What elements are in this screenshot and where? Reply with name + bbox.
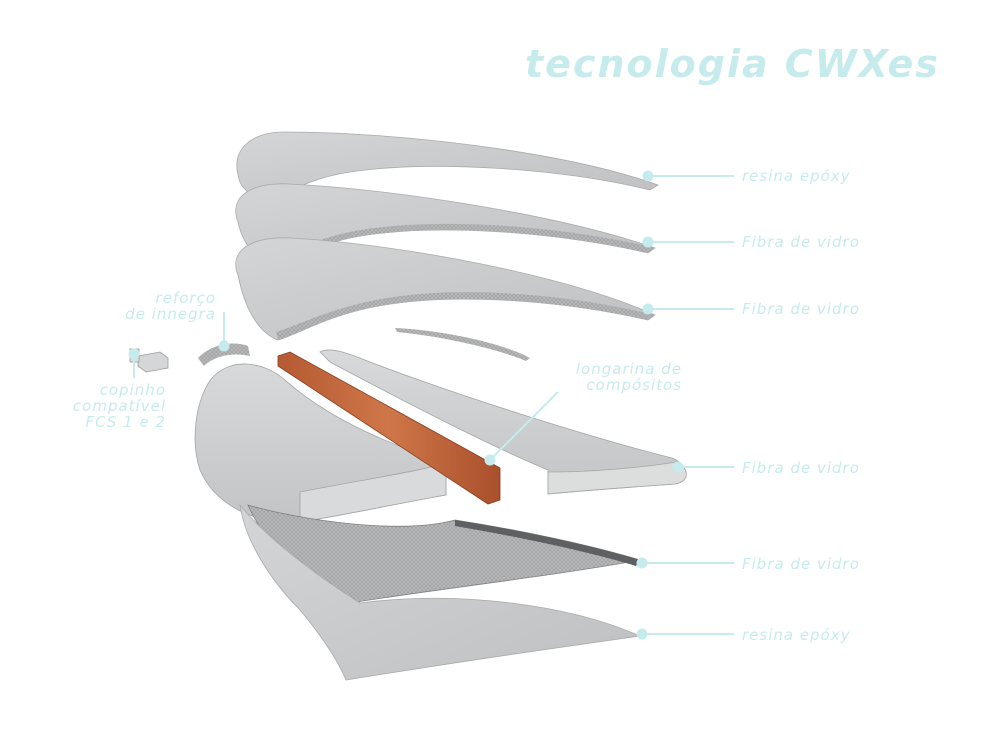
label-reinforcement: reforço de innegra: [108, 290, 216, 322]
label-fin-box-line2: compatível: [72, 397, 166, 415]
core-right-face: [547, 461, 687, 495]
mesh-strip: [395, 328, 530, 361]
glass-layer-1-mesh-edge: [272, 223, 655, 266]
leader-lines: [128, 170, 734, 640]
glass-layer-bottom-edge: [455, 520, 640, 566]
label-top-resin: resina epóxy: [742, 167, 851, 185]
label-stringer-line1: longarina de: [575, 360, 682, 378]
innegra-reinforcement: [198, 343, 250, 366]
label-fin-box-line1: copinho: [99, 381, 166, 399]
label-glass-bottom: Fibra de vidro: [742, 555, 860, 573]
label-fin-box: copinho compatível FCS 1 e 2: [40, 382, 166, 430]
label-bottom-resin: resina epóxy: [742, 626, 851, 644]
glass-layer-2-mesh-edge: [276, 292, 655, 340]
label-glass-1: Fibra de vidro: [742, 233, 860, 251]
composite-stringer: [277, 351, 501, 505]
bottom-resin-layer: [239, 503, 642, 681]
label-stringer: longarina de compósitos: [552, 361, 682, 393]
label-stringer-line2: compósitos: [586, 376, 682, 394]
label-fin-box-line3: FCS 1 e 2: [85, 413, 166, 431]
label-glass-2: Fibra de vidro: [742, 300, 860, 318]
label-reinforcement-line1: reforço: [155, 289, 216, 307]
label-core-glass: Fibra de vidro: [742, 459, 860, 477]
label-reinforcement-line2: de innegra: [125, 305, 216, 323]
page-title: tecnologia CWXes: [525, 42, 940, 86]
